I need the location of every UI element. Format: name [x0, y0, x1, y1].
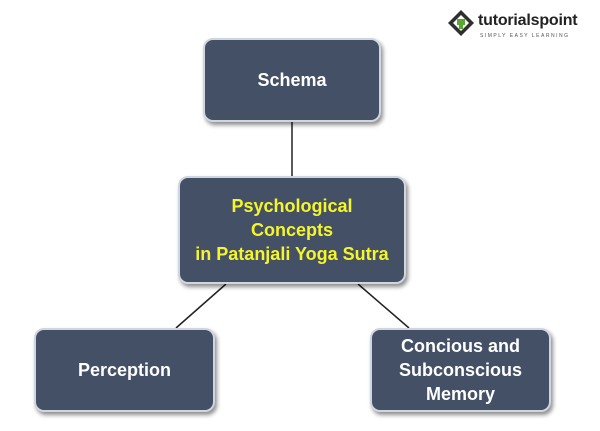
center-label-line-2: in Patanjali Yoga Sutra	[195, 244, 389, 264]
node-center-concept: Psychological Concepts in Patanjali Yoga…	[178, 176, 406, 284]
logo-tagline: SIMPLY EASY LEARNING	[480, 33, 570, 39]
node-memory: Concious and Subconscious Memory	[370, 328, 551, 412]
memory-label-line-1: Concious and	[400, 336, 520, 356]
node-schema-label: Schema	[257, 70, 327, 90]
center-label-line-1: Psychological Concepts	[231, 196, 353, 240]
node-schema: Schema	[203, 38, 381, 122]
logo-brand-text: tutorialspoint	[478, 12, 578, 29]
connector-center-to-perception	[175, 283, 227, 329]
memory-label-line-3: Memory	[425, 384, 496, 404]
memory-label-line-2: Subconscious	[398, 360, 523, 380]
tutorialspoint-logo[interactable]: tutorialspoint SIMPLY EASY LEARNING	[446, 8, 586, 48]
connector-center-to-memory	[357, 283, 410, 329]
logo-icon	[448, 10, 474, 36]
node-perception: Perception	[34, 328, 215, 412]
node-perception-label: Perception	[77, 360, 172, 380]
